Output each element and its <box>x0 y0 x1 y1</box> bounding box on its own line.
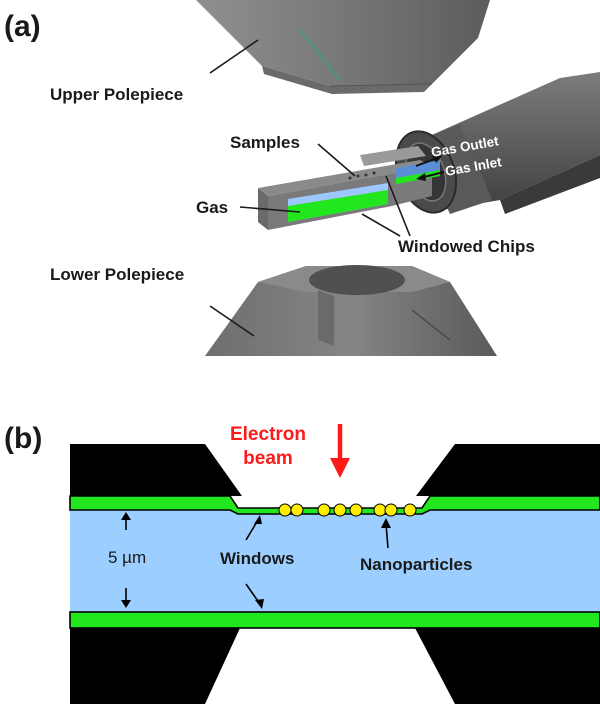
samples-leader <box>317 143 356 177</box>
gas-leader <box>239 206 301 213</box>
gas-cell <box>258 146 440 230</box>
dimension-arrows <box>121 512 131 608</box>
lower-frame-left <box>70 628 240 704</box>
electron-beam-arrow <box>330 424 350 478</box>
windows-arrows <box>245 515 264 609</box>
upper-polepiece-label: Upper Polepiece <box>50 85 183 104</box>
nanoparticle <box>349 503 363 517</box>
lower-membrane <box>69 611 600 629</box>
nanoparticles <box>278 503 417 517</box>
nanoparticles-arrow <box>381 518 391 549</box>
gas-flow-arrows <box>415 155 445 181</box>
lower-polepiece-label: Lower Polepiece <box>50 265 184 284</box>
beam-label: beam <box>243 448 293 469</box>
lower-polepiece-leader <box>209 305 255 337</box>
nanoparticle <box>278 503 292 517</box>
windowed-chips-leader-1 <box>361 213 401 237</box>
upper-frame-right <box>416 444 600 496</box>
upper-membrane <box>69 495 600 515</box>
gas-label: Gas <box>196 198 228 217</box>
lower-frame-right <box>415 628 600 704</box>
lower-polepiece <box>205 265 497 356</box>
windowed-chips-leader-2 <box>385 175 411 237</box>
nanoparticle <box>333 503 347 517</box>
windows-label: Windows <box>220 549 294 568</box>
upper-polepiece-leader <box>209 39 259 74</box>
samples-label: Samples <box>230 133 300 152</box>
nanoparticle <box>373 503 387 517</box>
windowed-chips-label: Windowed Chips <box>398 237 535 256</box>
nanoparticle <box>317 503 331 517</box>
dimension-label: 5 µm <box>108 548 146 567</box>
panel-b-tag: (b) <box>4 422 42 455</box>
gas-layer <box>70 510 600 612</box>
upper-frame-left <box>70 444 242 496</box>
nanoparticle <box>290 503 304 517</box>
panel-a-tag: (a) <box>4 10 41 43</box>
electron-label: Electron <box>230 424 306 445</box>
panel-a: (a) Upper Polepiece <box>4 0 600 356</box>
nanoparticles-label: Nanoparticles <box>360 555 472 574</box>
panel-b: (b) Electron beam <box>4 422 600 704</box>
nanoparticle <box>384 503 398 517</box>
nanoparticle <box>403 503 417 517</box>
upper-polepiece <box>196 0 490 94</box>
